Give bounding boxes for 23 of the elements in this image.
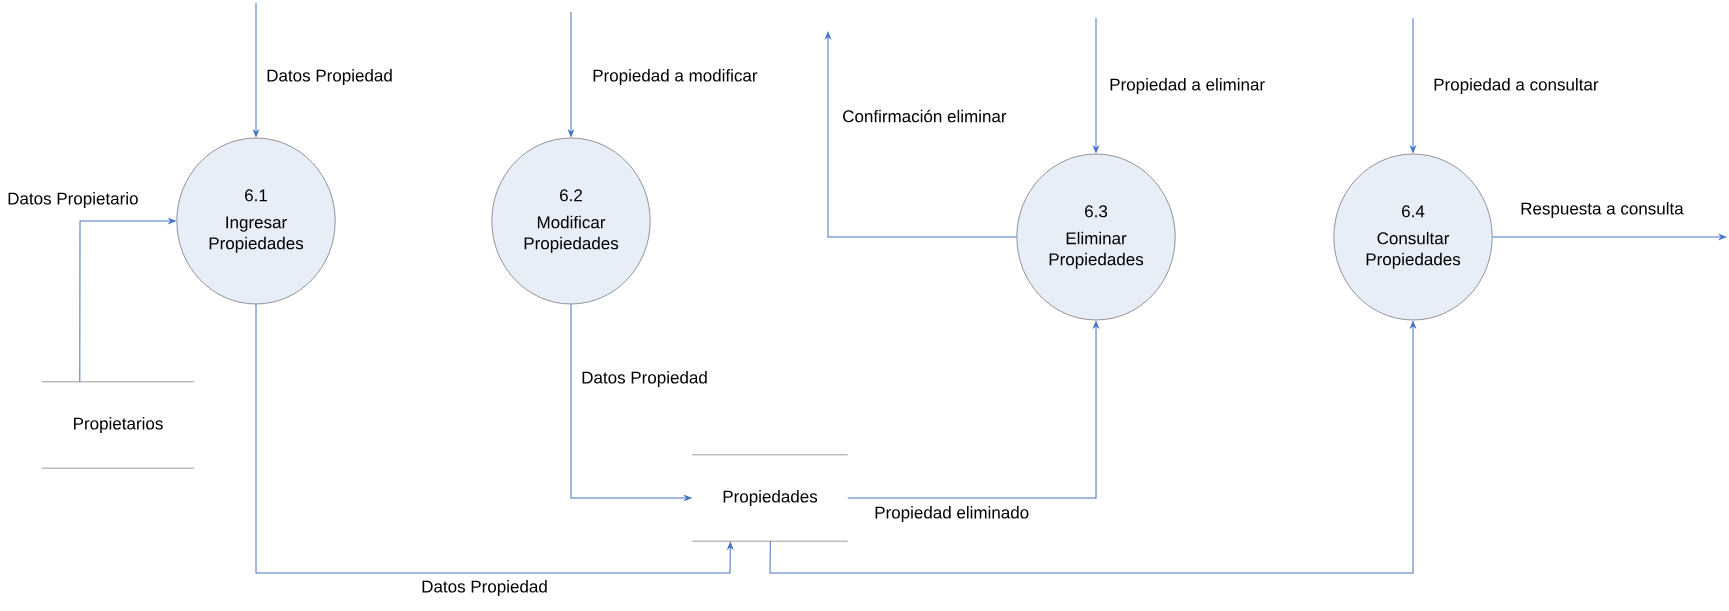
arrow: [253, 2, 259, 137]
arrow: [825, 31, 1018, 238]
arrow: [568, 11, 574, 137]
edge-label: Datos Propiedad: [265, 68, 394, 86]
data-store: Propietarios: [41, 381, 195, 469]
edge-label: Datos Propietario: [6, 191, 140, 209]
edge-label: Datos Propiedad: [420, 579, 549, 597]
arrow: [1491, 234, 1727, 240]
edge-label: Propiedad eliminado: [873, 505, 1031, 523]
edge-label: Propiedad a eliminar: [1108, 77, 1267, 95]
edge-label: Respuesta a consulta: [1519, 201, 1685, 219]
arrow: [255, 303, 734, 574]
arrow: [769, 321, 1416, 574]
arrow: [1093, 17, 1099, 153]
arrow: [570, 303, 692, 501]
edge-label: Confirmación eliminar: [841, 108, 1008, 124]
data-store: Propiedades: [692, 454, 848, 542]
arrow: [1410, 17, 1416, 153]
edge-label: Propiedad a modificar: [591, 68, 759, 86]
edge-label: Propiedad a consultar: [1432, 77, 1600, 95]
arrow: [79, 218, 176, 383]
edge-label: Datos Propiedad: [580, 370, 709, 388]
arrow: [847, 321, 1099, 499]
